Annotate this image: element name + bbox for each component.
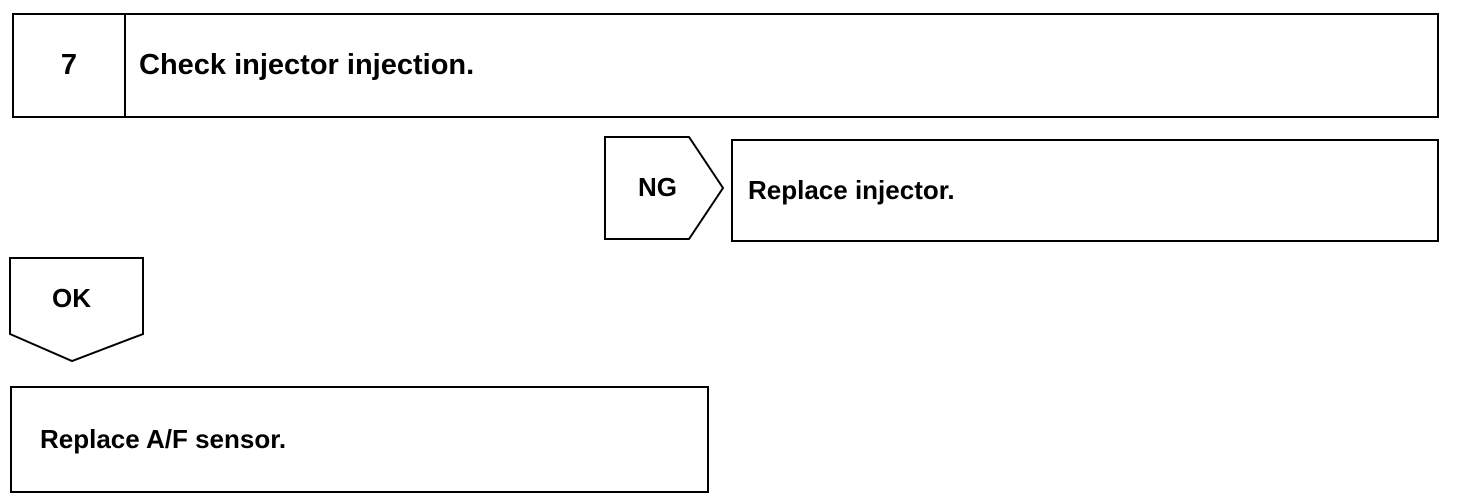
- ng-label: NG: [638, 172, 677, 202]
- step-title: Check injector injection.: [139, 49, 475, 81]
- ok-arrow-outline: [9, 257, 144, 363]
- ng-action-box: Replace injector.: [731, 139, 1439, 242]
- ng-action-text: Replace injector.: [748, 175, 955, 205]
- ok-action-box: Replace A/F sensor.: [10, 386, 709, 493]
- ok-label: OK: [52, 283, 91, 313]
- ok-action-text: Replace A/F sensor.: [40, 424, 287, 454]
- ng-arrow-outline: [604, 136, 725, 240]
- step-number: 7: [14, 15, 126, 116]
- step-box: 7 Check injector injection.: [12, 13, 1439, 118]
